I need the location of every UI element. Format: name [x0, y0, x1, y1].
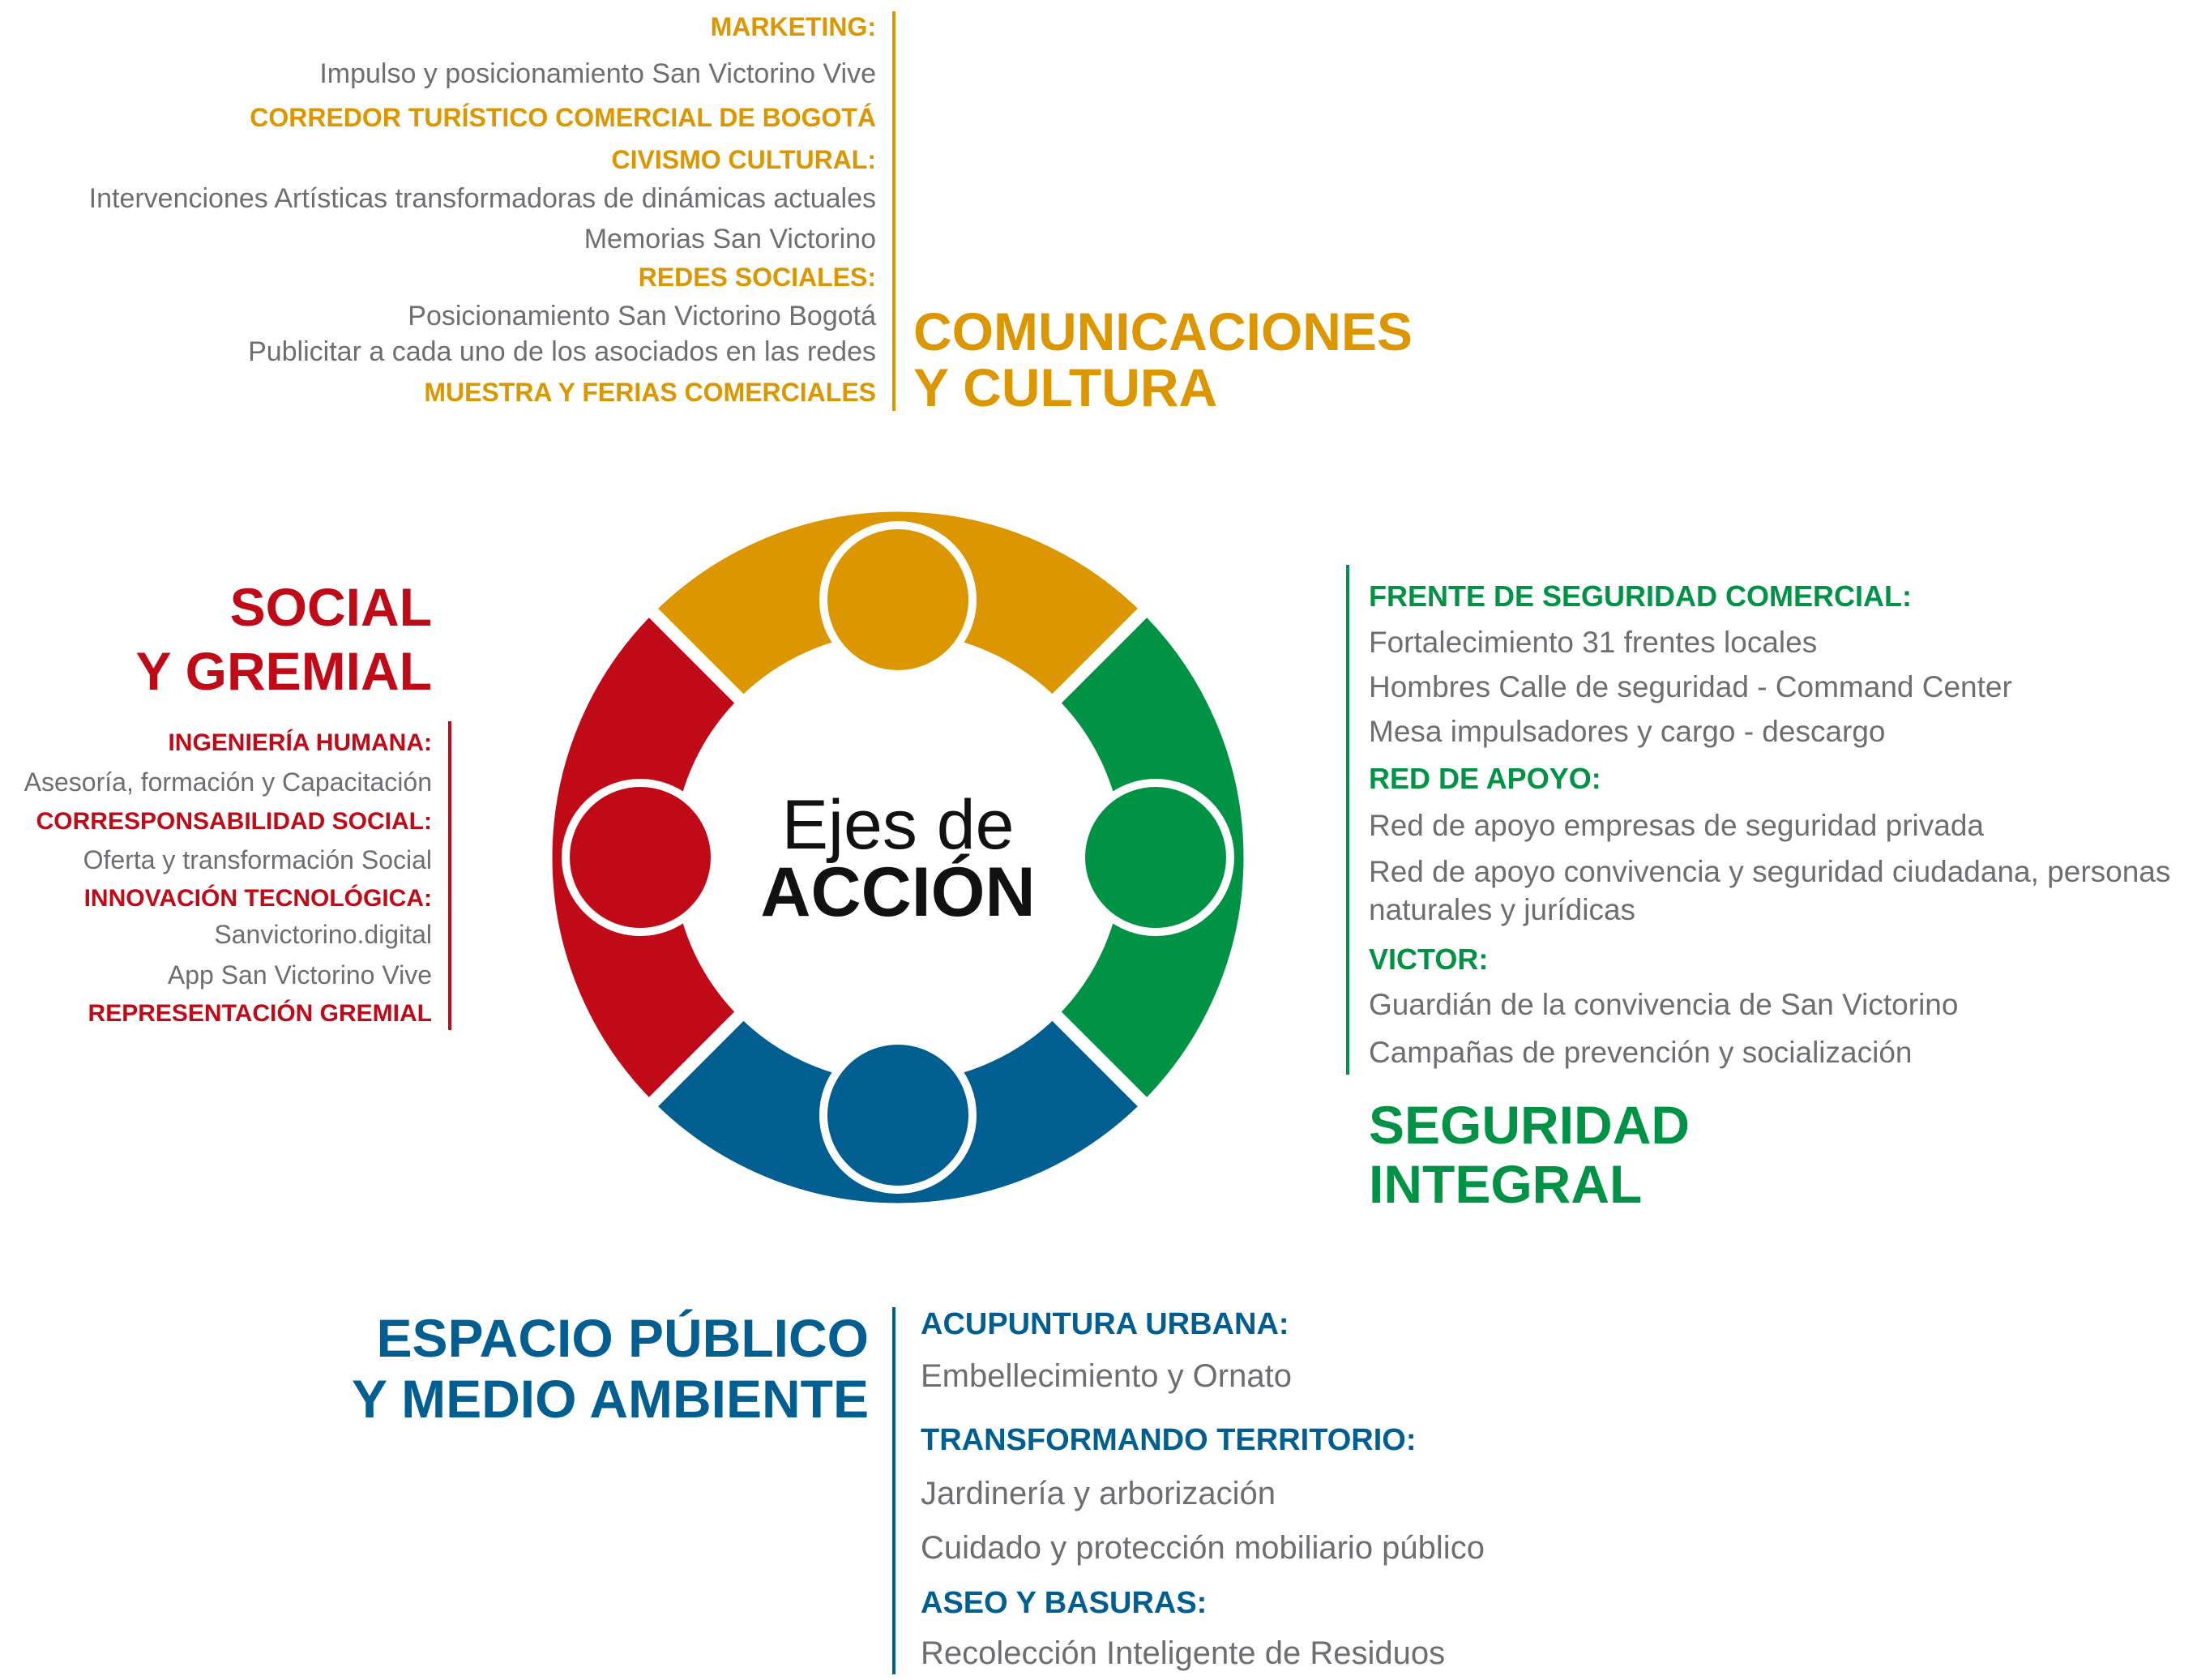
seguridad-list-item: Red de apoyo convivencia y seguridad ciu… [1369, 854, 2171, 888]
seguridad-title-line1: SEGURIDAD [1369, 1095, 1690, 1155]
comunicaciones-divider [892, 11, 895, 411]
espacio-subheading: ASEO Y BASURAS: [921, 1586, 1207, 1621]
seguridad-list-item: Mesa impulsadores y cargo - descargo [1369, 714, 1886, 748]
social-title-line2: Y GREMIAL [135, 641, 432, 701]
comunicaciones-person-head-circle [819, 521, 977, 678]
comunicaciones-title-line1: COMUNICACIONES [913, 301, 1413, 361]
center-title-line2: ACCIÓN [760, 853, 1036, 931]
seguridad-subheading: RED DE APOYO: [1369, 762, 1601, 796]
espacio-list-item: Embellecimiento y Ornato [921, 1358, 1292, 1394]
comunicaciones-subheading: MARKETING: [710, 12, 876, 42]
espacio-subheading: ACUPUNTURA URBANA: [921, 1307, 1289, 1342]
ring-gap [1049, 1009, 1150, 1109]
comunicaciones-subheading: CIVISMO CULTURAL: [611, 145, 876, 175]
social-list-item: Asesoría, formación y Capacitación [24, 767, 432, 797]
comunicaciones-subheading: REDES SOCIALES: [638, 263, 876, 293]
social-subheading: CORRESPONSABILIDAD SOCIAL: [36, 807, 432, 835]
seguridad-list-item: Guardián de la convivencia de San Victor… [1369, 987, 1959, 1021]
social-title-line1: SOCIAL [229, 577, 432, 637]
social-person-head-circle [562, 779, 719, 936]
comunicaciones-subheading: CORREDOR TURÍSTICO COMERCIAL DE BOGOTÁ [250, 103, 876, 133]
seguridad-list-item: Campañas de prevención y socialización [1369, 1035, 1913, 1069]
seguridad-title-line2: INTEGRAL [1369, 1154, 1643, 1214]
ring-gap [1049, 605, 1150, 706]
seguridad-subheading: FRENTE DE SEGURIDAD COMERCIAL: [1369, 579, 1913, 613]
social-list-item: Oferta y transformación Social [83, 845, 432, 875]
espacio-list-item: Recolección Inteligente de Residuos [921, 1635, 1446, 1671]
espacio-title-line2: Y MEDIO AMBIENTE [351, 1369, 869, 1429]
comunicaciones-list-item: Publicitar a cada uno de los asociados e… [248, 336, 876, 368]
espacio-list-item: Jardinería y arborización [921, 1476, 1276, 1511]
social-list-item: Sanvictorino.digital [214, 920, 432, 950]
ring-gap [646, 605, 746, 706]
social-subheading: INGENIERÍA HUMANA: [168, 729, 432, 756]
ring-gap [646, 1009, 746, 1109]
seguridad-subheading: VICTOR: [1369, 943, 1489, 977]
comunicaciones-list-item: Memorias San Victorino [583, 224, 876, 255]
comunicaciones-list-item: Impulso y posicionamiento San Victorino … [319, 58, 876, 90]
comunicaciones-subheading: MUESTRA Y FERIAS COMERCIALES [424, 378, 876, 408]
social-divider [448, 721, 451, 1030]
social-subheading: INNOVACIÓN TECNOLÓGICA: [83, 884, 432, 912]
espacio-list-item: Cuidado y protección mobiliario público [921, 1530, 1485, 1566]
comunicaciones-list-item: Intervenciones Artísticas transformadora… [88, 183, 876, 215]
espacio-divider [892, 1307, 895, 1674]
seguridad-divider [1346, 565, 1349, 1075]
seguridad-list-item: naturales y jurídicas [1369, 892, 1636, 926]
espacio-person-head-circle [819, 1037, 977, 1194]
espacio-title-line1: ESPACIO PÚBLICO [376, 1308, 869, 1368]
seguridad-list-item: Red de apoyo empresas de seguridad priva… [1369, 808, 1984, 842]
seguridad-person-head-circle [1077, 779, 1234, 936]
comunicaciones-list-item: Posicionamiento San Victorino Bogotá [408, 301, 876, 332]
comunicaciones-title-line2: Y CULTURA [913, 357, 1218, 417]
center-title-line1: Ejes de [781, 786, 1015, 864]
seguridad-list-item: Hombres Calle de seguridad - Command Cen… [1369, 669, 2012, 703]
seguridad-list-item: Fortalecimiento 31 frentes locales [1369, 625, 1818, 659]
espacio-subheading: TRANSFORMANDO TERRITORIO: [921, 1423, 1417, 1458]
social-subheading: REPRESENTACIÓN GREMIAL [88, 999, 432, 1027]
social-list-item: App San Victorino Vive [167, 960, 432, 990]
